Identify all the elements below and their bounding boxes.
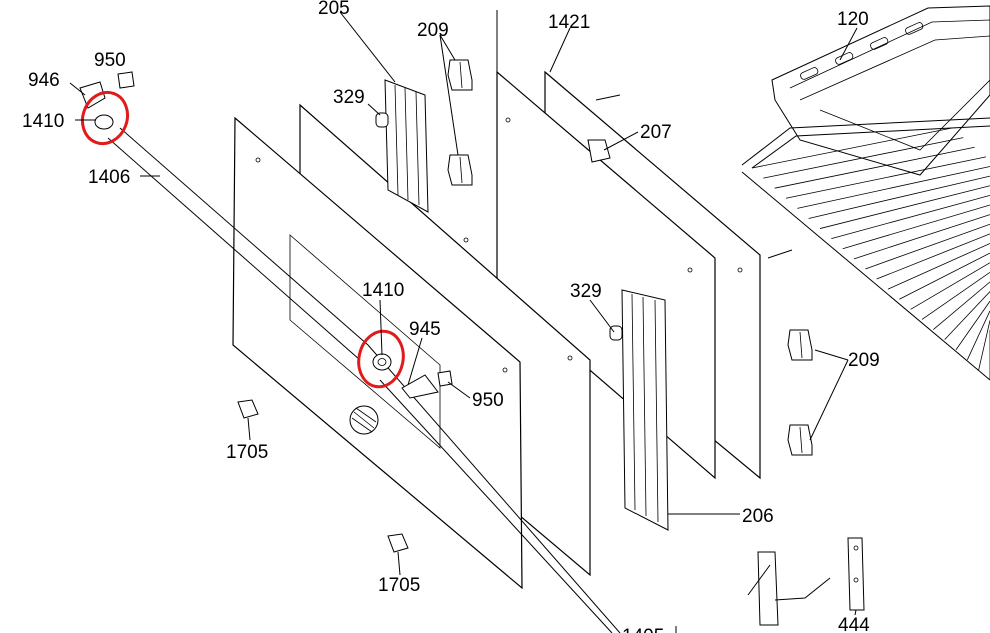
rack-bar: [763, 137, 964, 179]
label-329-bottom: 329: [570, 281, 602, 302]
vent-grille: [349, 405, 379, 435]
rack-bar: [899, 252, 990, 300]
hinge-rail-top: [375, 79, 429, 213]
label-444: 444: [838, 615, 870, 633]
clip-1705-a: [237, 399, 259, 419]
oven-tray: [771, 5, 990, 176]
label-1410-center: 1410: [362, 280, 404, 301]
end-cap-1410-mid: [372, 353, 392, 371]
rack-bar: [933, 281, 990, 330]
rack-bar: [865, 223, 990, 270]
label-329-top: 329: [333, 87, 365, 108]
clip-1705-b: [387, 533, 409, 553]
hinge-rail-bottom: [609, 289, 669, 531]
rack-bar: [774, 146, 975, 189]
rack-bar: [910, 262, 990, 310]
label-120: 120: [837, 9, 869, 30]
clip-209-top-b: [447, 154, 473, 186]
label-950-bottom: 950: [472, 390, 504, 411]
bracket-950-top: [117, 71, 135, 89]
label-1705-bottom: 1705: [378, 575, 420, 596]
rack-bar: [808, 175, 990, 219]
clip-209-top-a: [447, 59, 473, 91]
leader-lines: [69, 11, 858, 633]
rack-bar: [921, 271, 990, 320]
rack-bar: [831, 194, 990, 240]
rack-bar: [978, 320, 990, 370]
highlight-1410-left: [80, 90, 130, 146]
highlight-1410-center: [357, 329, 405, 389]
label-205: 205: [318, 0, 350, 19]
rack-bar: [842, 204, 990, 250]
rack-bar: [785, 156, 987, 199]
part-labels: 205 209 1421 120 950 946 1410 329 207 14…: [22, 0, 880, 633]
label-1405: 1405: [622, 626, 664, 633]
rack-bar: [797, 166, 990, 209]
rack-bar: [853, 214, 990, 260]
label-945: 945: [409, 319, 441, 340]
rack-bar: [955, 300, 990, 350]
label-209-top: 209: [417, 20, 449, 41]
label-1705-left: 1705: [226, 442, 268, 463]
label-1410-left: 1410: [22, 111, 64, 132]
hinge-lever: [747, 551, 831, 626]
highlight-circles: [80, 90, 405, 389]
rack-bar: [944, 291, 990, 340]
label-950-top: 950: [94, 50, 126, 71]
bracket-945: [401, 370, 453, 399]
rack-bar: [819, 185, 990, 229]
label-1406: 1406: [88, 167, 130, 188]
hinge-plate-444: [847, 537, 865, 611]
rack-bar: [751, 127, 953, 169]
label-1421: 1421: [548, 12, 590, 33]
label-946: 946: [28, 70, 60, 91]
pins: [595, 94, 793, 259]
clip-209-right-a: [787, 329, 813, 361]
clip-207: [587, 139, 611, 163]
rack-bar: [966, 310, 990, 360]
rack-bar: [887, 243, 990, 290]
rack-bar: [876, 233, 990, 280]
oven-rack: [741, 117, 990, 381]
clip-209-right-b: [787, 424, 813, 456]
end-cap-946: [79, 81, 114, 130]
label-209-right: 209: [848, 350, 880, 371]
label-206: 206: [742, 506, 774, 527]
front-door-panel: [232, 116, 523, 590]
label-207: 207: [640, 122, 672, 143]
